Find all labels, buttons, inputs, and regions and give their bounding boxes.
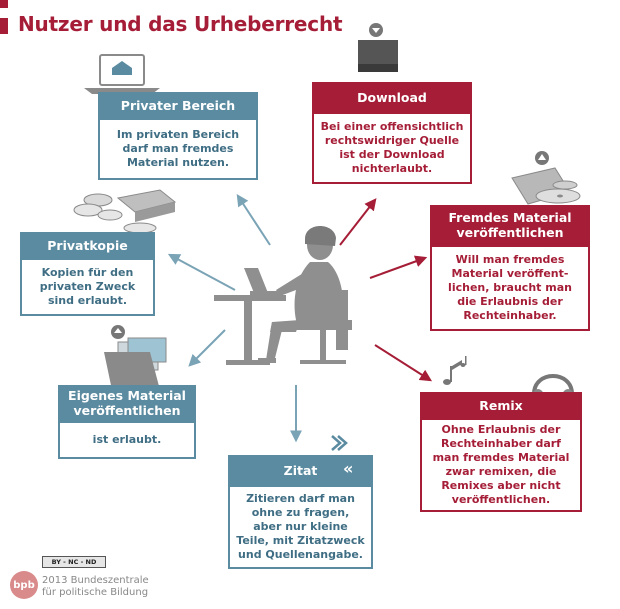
header-download: Download xyxy=(312,82,472,112)
header-remix: Remix xyxy=(420,392,582,418)
text-zitat: Zitieren darf man ohne zu fragen, aber n… xyxy=(228,485,373,569)
arrow-privatkopie xyxy=(167,253,236,291)
cd-drive-icon xyxy=(73,189,177,234)
text-fremdes-material: Will man fremdes Material veröffent-lich… xyxy=(430,245,590,331)
page-title: Nutzer und das Urheberrecht xyxy=(18,12,343,36)
arrow-download xyxy=(339,198,377,246)
cc-license-badge: BY - NC - ND xyxy=(42,556,106,568)
laptop-home-icon xyxy=(84,54,160,94)
download-drive-icon xyxy=(358,23,398,72)
title-accent xyxy=(0,18,8,34)
quote-marks-icon: « xyxy=(343,459,354,478)
header-privatkopie: Privatkopie xyxy=(20,232,155,258)
arrow-remix xyxy=(374,344,433,382)
credit-line-1: 2013 Bundeszentrale xyxy=(42,575,149,586)
header-fremdes-material: Fremdes Material veröffentlichen xyxy=(430,205,590,245)
arrow-eigenes-material xyxy=(188,329,226,367)
bpb-logo: bpb xyxy=(10,571,38,599)
quote-chevrons-icon xyxy=(331,435,348,451)
header-eigenes-material: Eigenes Material veröffentlichen xyxy=(58,385,196,421)
text-download: Bei einer offensichtlich rechtswidriger … xyxy=(312,112,472,184)
arrow-privater-bereich xyxy=(236,193,271,246)
music-note-icon xyxy=(443,356,467,385)
header-privater-bereich: Privater Bereich xyxy=(98,92,258,118)
cd-stack-upload-icon xyxy=(511,151,581,205)
text-privatkopie: Kopien für den privaten Zweck sind erlau… xyxy=(20,258,155,316)
folder-upload-icon xyxy=(104,325,167,390)
header-zitat: Zitat xyxy=(228,455,373,485)
text-remix: Ohne Erlaubnis der Rechteinhaber darf ma… xyxy=(420,418,582,512)
arrow-fremdes-material xyxy=(369,255,428,279)
text-eigenes-material: ist erlaubt. xyxy=(58,421,196,459)
title-accent-top xyxy=(0,0,8,8)
text-privater-bereich: Im privaten Bereich darf man fremdes Mat… xyxy=(98,118,258,180)
credit-line-2: für politische Bildung xyxy=(42,587,149,598)
person-at-desk-icon xyxy=(214,226,352,365)
